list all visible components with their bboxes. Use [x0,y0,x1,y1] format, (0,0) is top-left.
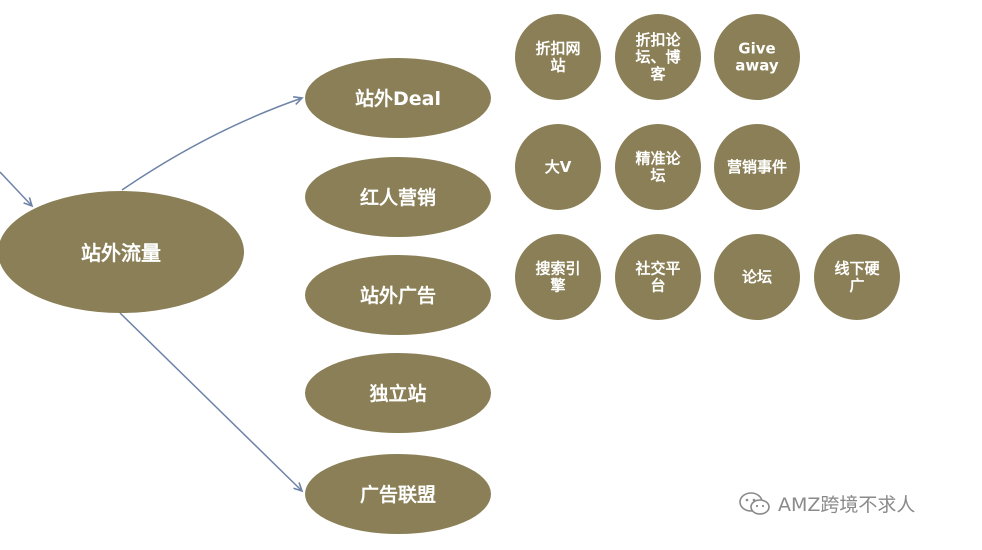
sub-node-label: 折扣网站 [535,40,580,75]
category-label: 站外广告 [360,284,436,307]
sub-node: 营销事件 [714,124,800,210]
watermark-text: AMZ跨境不求人 [778,494,916,516]
arrow-root-to-deal [121,96,304,191]
sub-node: 大V [515,124,601,210]
category-node-deal: 站外Deal [305,58,491,138]
sub-node-label: 社交平台 [634,260,680,295]
incoming-arrow [0,171,34,208]
sub-node: 折扣网站 [515,14,601,100]
root-node-label: 站外流量 [81,241,161,265]
sub-node: 搜索引擎 [515,234,601,320]
sub-node-label: 线下硬广 [834,260,880,295]
sub-node: 精准论坛 [615,124,701,210]
sub-node-label: 论坛 [742,268,772,286]
category-label: 红人营销 [360,186,436,209]
wechat-icon [739,491,770,515]
category-node-standalone: 独立站 [305,353,491,433]
sub-node: 论坛 [714,234,800,320]
sub-node-label: 大V [545,158,572,176]
category-label: 广告联盟 [360,483,436,506]
category-label: 独立站 [369,382,426,405]
sub-node-label: 精准论坛 [635,150,681,185]
category-node-influencer: 红人营销 [305,157,491,237]
arrow-root-to-affiliate [119,312,304,493]
sub-node-label: 折扣论坛、博客 [635,31,681,83]
sub-node: 线下硬广 [814,234,900,320]
sub-node-label: 搜索引擎 [535,260,580,295]
sub-node: 社交平台 [615,234,701,320]
sub-node-label: 营销事件 [727,158,787,176]
root-node: 站外流量 [0,191,244,313]
watermark: AMZ跨境不求人 [738,490,915,517]
sub-node: 折扣论坛、博客 [615,14,701,100]
category-node-affiliate: 广告联盟 [305,454,491,534]
category-label: 站外Deal [355,87,441,110]
category-node-ads: 站外广告 [305,255,491,335]
